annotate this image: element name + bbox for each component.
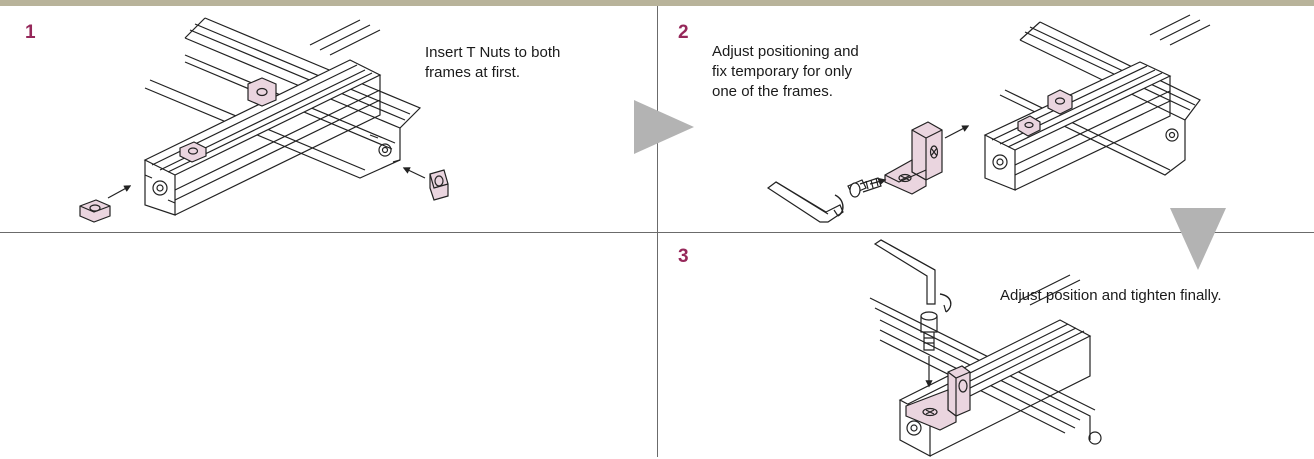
flow-arrow-icon bbox=[1170, 208, 1226, 270]
vertical-divider bbox=[657, 6, 658, 457]
l-bracket-icon bbox=[884, 121, 943, 195]
hex-wrench-icon bbox=[873, 239, 952, 313]
step-1-caption: Insert T Nuts to both frames at first. bbox=[425, 43, 560, 83]
step-3-caption-line: Adjust position and tighten finally. bbox=[1000, 287, 1222, 304]
step-2-caption-line: fix temporary for only bbox=[712, 63, 853, 80]
step-1-caption-line: frames at first. bbox=[425, 64, 521, 81]
cap-screw-icon bbox=[847, 177, 882, 198]
step-1-number: 1 bbox=[25, 22, 36, 43]
hex-wrench-icon bbox=[766, 181, 844, 223]
t-nut-icon bbox=[1017, 115, 1041, 137]
step-2-caption-line: Adjust positioning and bbox=[712, 43, 859, 60]
attach-arrow-icon bbox=[944, 125, 970, 139]
step-1-caption-line: Insert T Nuts to both bbox=[425, 44, 561, 61]
t-nut-icon bbox=[79, 199, 111, 223]
step-2-caption-line: one of the frames. bbox=[712, 83, 833, 100]
t-nut-icon bbox=[429, 169, 449, 201]
attach-arrow-icon bbox=[869, 178, 887, 185]
l-bracket-icon bbox=[905, 365, 971, 431]
insert-arrow-icon bbox=[402, 167, 426, 179]
t-nut-icon bbox=[247, 77, 277, 107]
step-2-illustration bbox=[766, 14, 1211, 223]
horizontal-divider bbox=[0, 232, 1314, 233]
insert-arrow-icon bbox=[107, 185, 132, 199]
flow-arrow-icon bbox=[634, 100, 694, 154]
cap-screw-icon bbox=[920, 311, 938, 351]
top-band bbox=[0, 0, 1314, 6]
t-nut-icon bbox=[179, 141, 207, 163]
step-3-number: 3 bbox=[678, 246, 689, 267]
step-2-caption: Adjust positioning and fix temporary for… bbox=[712, 42, 859, 102]
t-nut-icon bbox=[1047, 89, 1073, 115]
step-1-illustration bbox=[79, 17, 449, 223]
step-2-number: 2 bbox=[678, 22, 689, 43]
step-3-illustration bbox=[869, 239, 1102, 457]
step-3-caption: Adjust position and tighten finally. bbox=[1000, 286, 1222, 306]
